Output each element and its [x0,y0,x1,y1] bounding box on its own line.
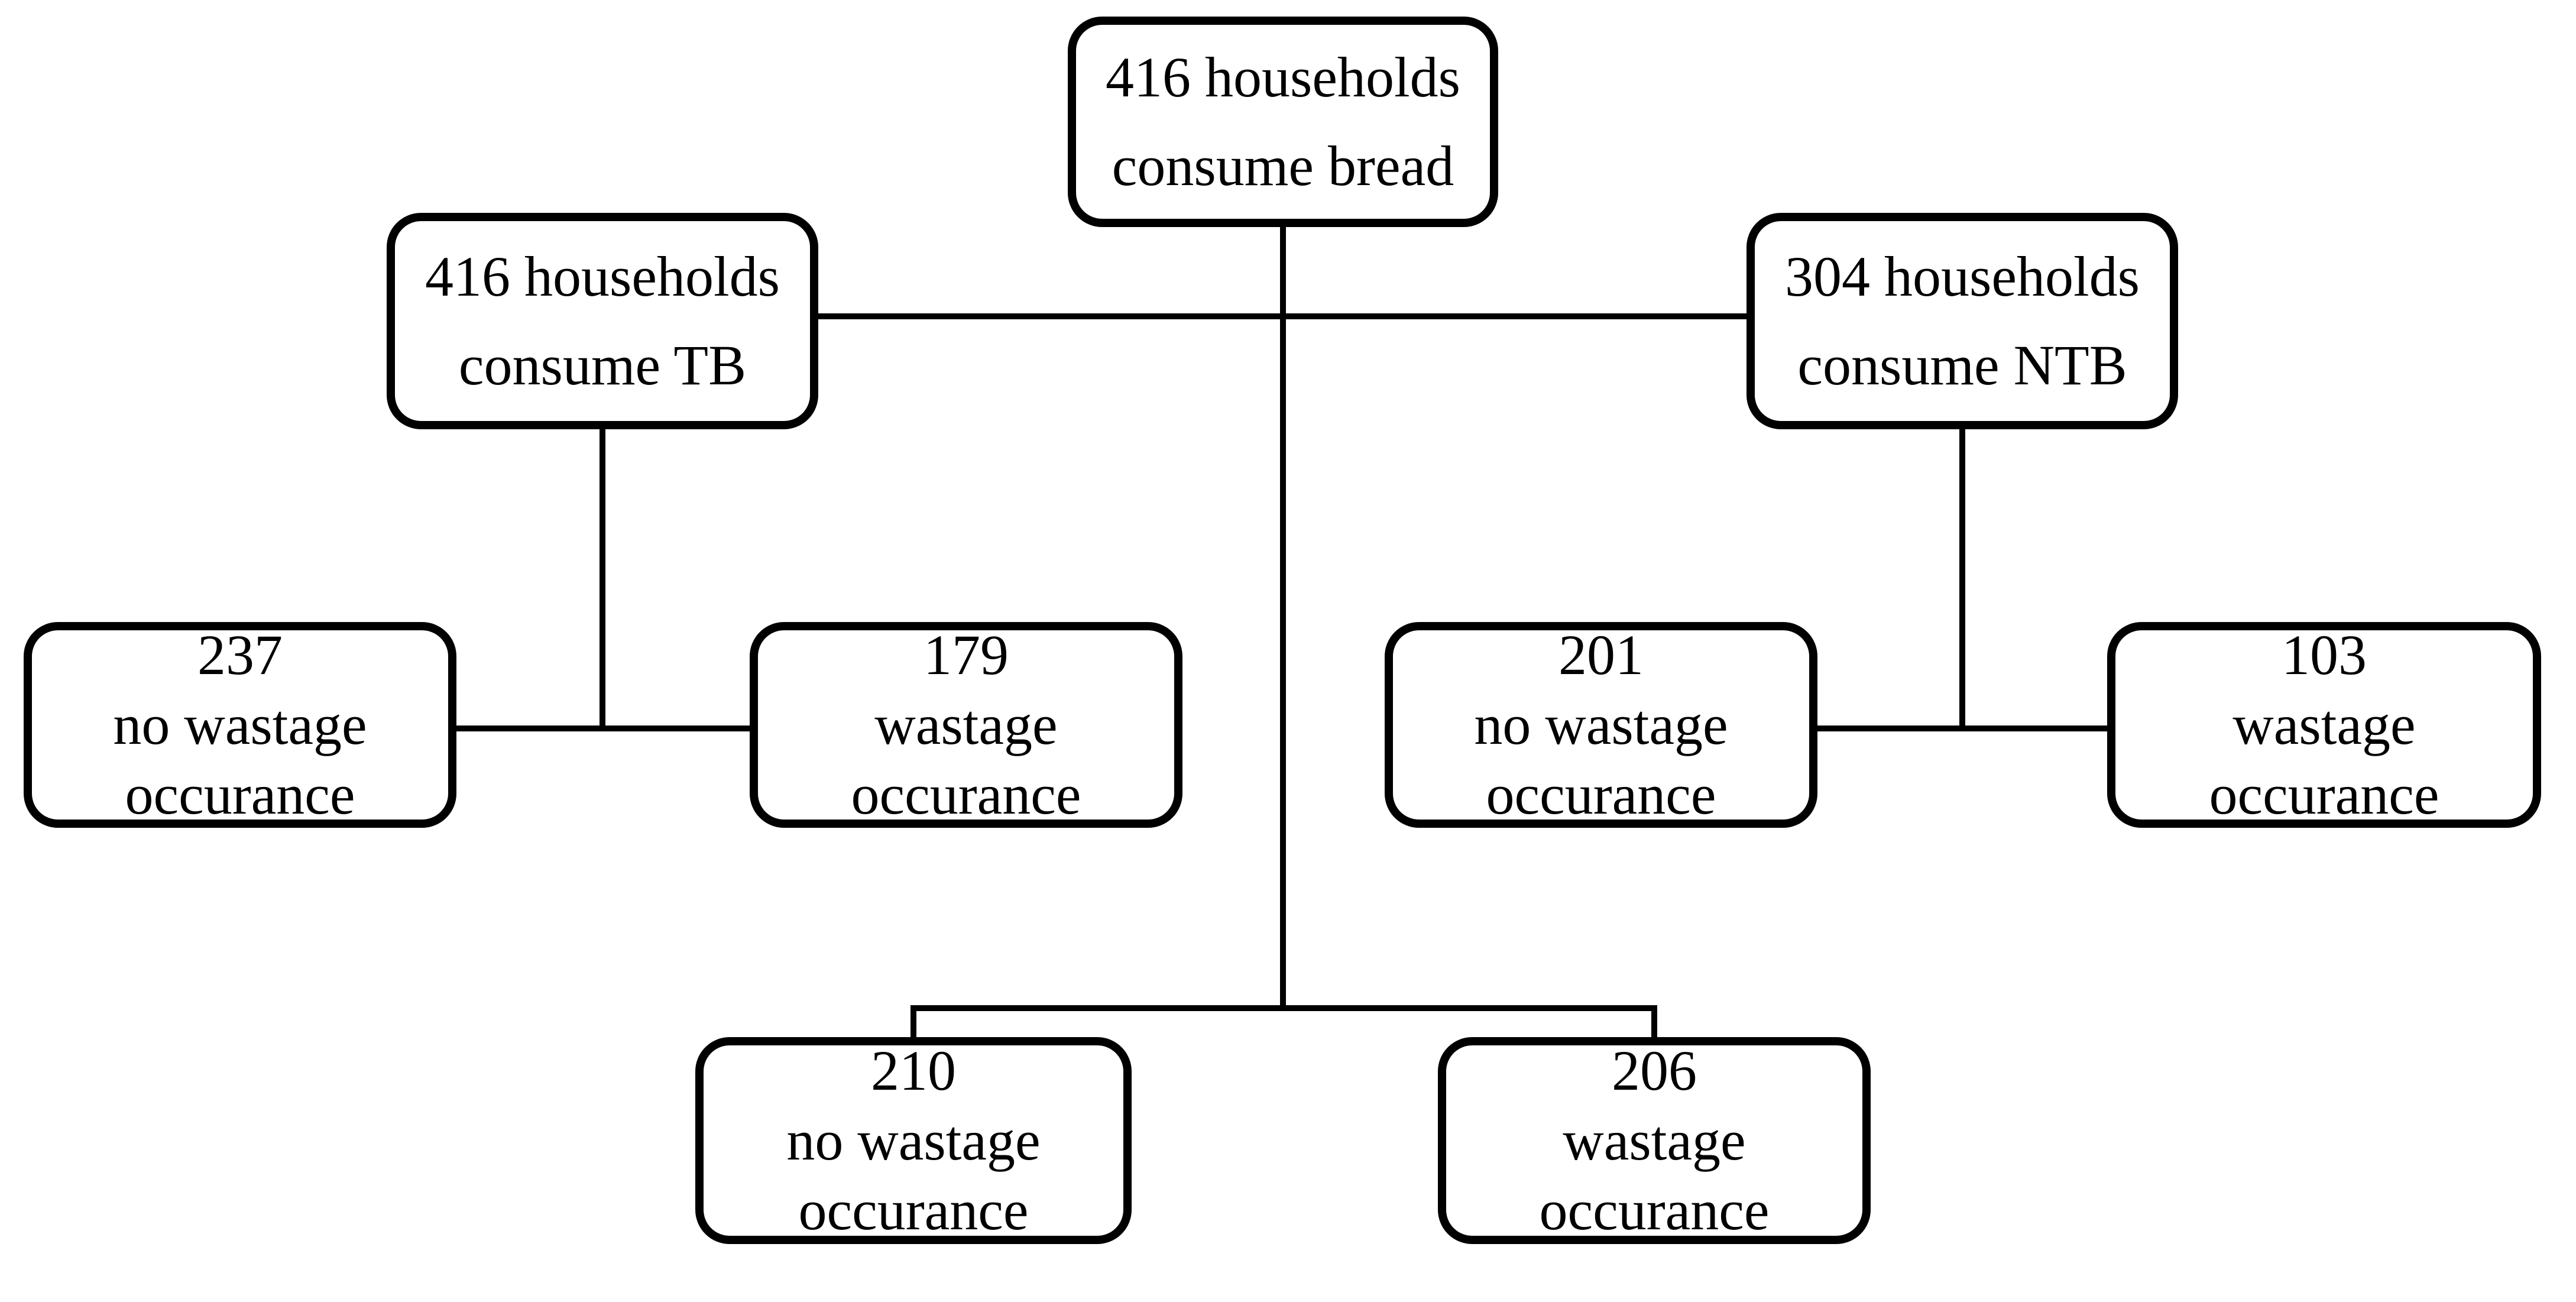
connector-ntb-vertical [1959,429,1965,731]
node-line: occurance [851,763,1081,826]
node-line: consume bread [1112,134,1454,197]
node-line: 416 households [1106,46,1460,109]
node-line: 201 [1558,623,1644,686]
node-line: 206 [1612,1039,1697,1102]
node-ntb-wastage: 103 wastage occurance [2107,622,2541,828]
node-tb-wastage: 179 wastage occurance [750,622,1182,828]
node-line: no wastage [1474,693,1728,756]
node-line: wastage [874,693,1058,756]
node-line: no wastage [113,693,367,756]
node-line: occurance [798,1178,1029,1242]
node-line: wastage [1563,1109,1746,1172]
node-line: consume NTB [1797,333,2127,397]
node-line: 210 [871,1039,956,1102]
connector-tb-vertical [600,429,605,731]
connector-stub-206 [1651,1005,1657,1037]
node-line: occurance [125,763,355,826]
node-line: 416 households [425,245,780,308]
connector-bottom-horizontal [910,1005,1657,1011]
node-line: consume TB [458,333,747,397]
node-line: 304 households [1785,245,2140,308]
node-line: occurance [1486,763,1716,826]
node-line: 237 [197,623,283,686]
node-ntb-no-wastage: 201 no wastage occurance [1385,622,1817,828]
node-consume-ntb: 304 households consume NTB [1747,213,2178,429]
node-line: 179 [924,623,1009,686]
node-line: occurance [2209,763,2439,826]
node-line: 103 [2282,623,2367,686]
node-bread-wastage: 206 wastage occurance [1438,1037,1871,1244]
node-line: no wastage [786,1109,1041,1172]
connector-201-103-horizontal [1817,726,2107,731]
connector-stub-210 [910,1005,916,1037]
node-bread-no-wastage: 210 no wastage occurance [695,1037,1132,1244]
node-line: wastage [2232,693,2416,756]
connector-237-179-horizontal [456,726,750,731]
connector-bread-to-bottom-vertical [1280,227,1286,1011]
node-consume-bread: 416 households consume bread [1068,17,1498,227]
connector-tb-ntb-horizontal [818,313,1747,319]
node-consume-tb: 416 households consume TB [387,213,818,429]
node-tb-no-wastage: 237 no wastage occurance [24,622,456,828]
node-line: occurance [1539,1178,1770,1242]
